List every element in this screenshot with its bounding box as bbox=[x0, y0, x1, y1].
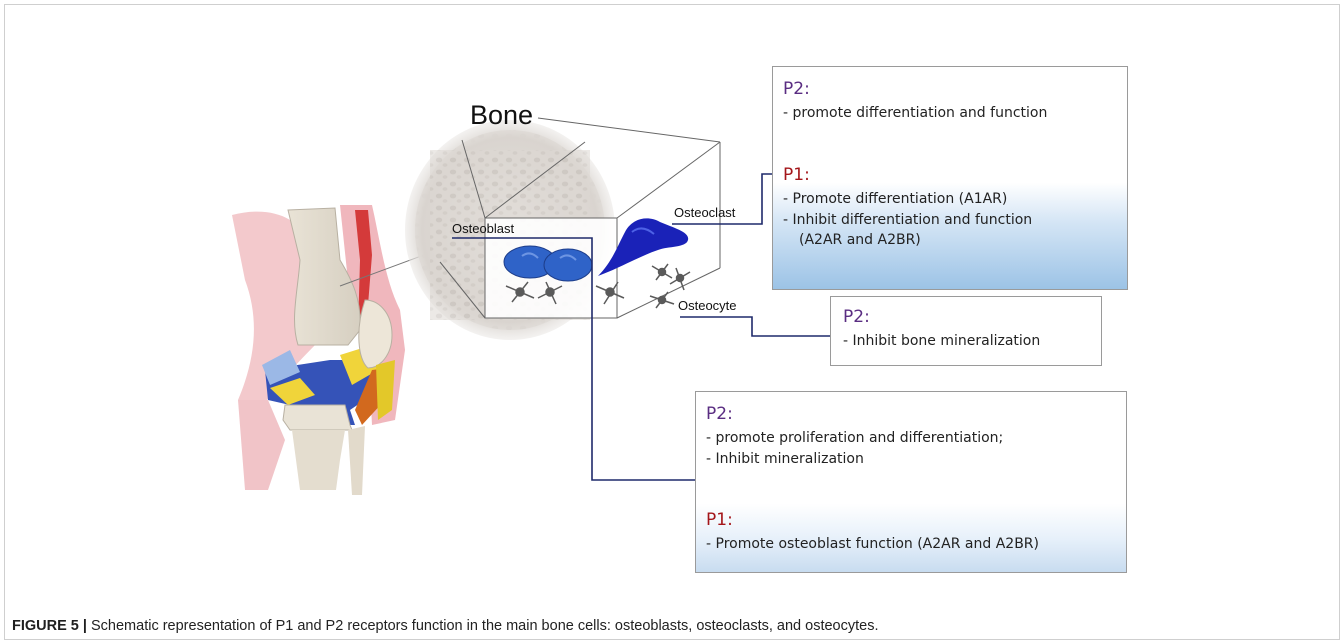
osteoclast-p1-line-1: - Promote differentiation (A1AR) bbox=[783, 189, 1032, 209]
osteoblast-function-box: P2: - promote proliferation and differen… bbox=[695, 391, 1127, 573]
osteoblast-p1-line-1: - Promote osteoblast function (A2AR and … bbox=[706, 534, 1039, 554]
osteoclast-p1-heading: P1: bbox=[783, 165, 1032, 185]
osteoclast-label: Osteoclast bbox=[674, 205, 735, 220]
caption-text: Schematic representation of P1 and P2 re… bbox=[87, 618, 879, 634]
knee-joint-illustration bbox=[232, 205, 432, 495]
osteocyte-p2-line-1: - Inhibit bone mineralization bbox=[843, 331, 1040, 351]
osteoblast-p2-line-2: - Inhibit mineralization bbox=[706, 449, 1003, 469]
osteoclast-p2-line-1: - promote differentiation and function bbox=[783, 103, 1047, 123]
osteoblast-p2-heading: P2: bbox=[706, 404, 1003, 424]
osteocyte-function-box: P2: - Inhibit bone mineralization bbox=[830, 296, 1102, 366]
osteoblast-p2-line-1: - promote proliferation and differentiat… bbox=[706, 428, 1003, 448]
osteocyte-connector bbox=[680, 317, 830, 336]
caption-label: FIGURE 5 | bbox=[12, 618, 87, 634]
osteoblast-p1-heading: P1: bbox=[706, 510, 1039, 530]
osteocyte-label: Osteocyte bbox=[678, 298, 737, 313]
osteoclast-p1-line-2: - Inhibit differentiation and function bbox=[783, 210, 1032, 230]
bone-title: Bone bbox=[470, 100, 533, 131]
osteoclast-p2-heading: P2: bbox=[783, 79, 1047, 99]
osteoclast-function-box: P2: - promote differentiation and functi… bbox=[772, 66, 1128, 290]
osteoblast-label: Osteoblast bbox=[452, 221, 514, 236]
osteoclast-p1-line-3: (A2AR and A2BR) bbox=[783, 230, 1032, 250]
figure-caption: FIGURE 5 | Schematic representation of P… bbox=[12, 618, 878, 634]
osteocyte-p2-heading: P2: bbox=[843, 307, 1040, 327]
